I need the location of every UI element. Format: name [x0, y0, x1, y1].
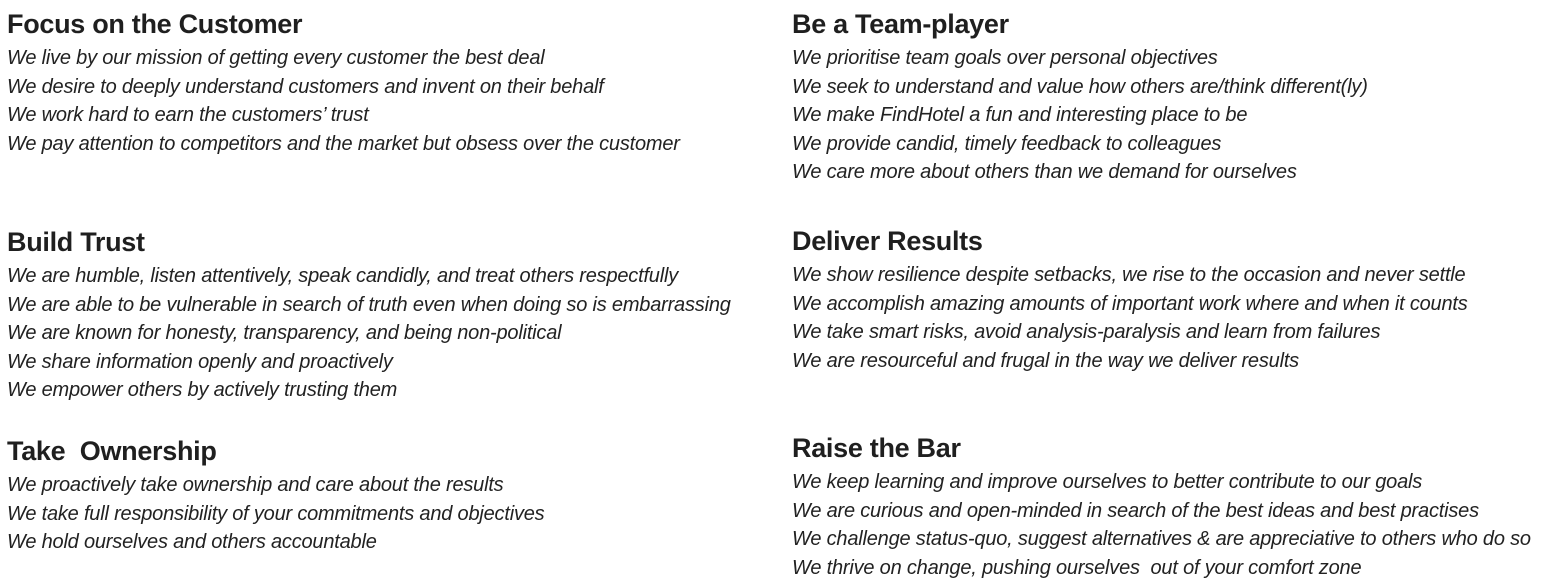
value-statement: We desire to deeply understand customers… — [7, 75, 604, 98]
section-heading: Take Ownership — [7, 436, 217, 466]
value-statement: We thrive on change, pushing ourselves o… — [792, 556, 1362, 579]
value-statement: We are able to be vulnerable in search o… — [7, 293, 731, 316]
value-statement: We empower others by actively trusting t… — [7, 379, 398, 401]
value-statement: We proactively take ownership and care a… — [7, 474, 504, 496]
value-statement: We prioritise team goals over personal o… — [792, 47, 1218, 69]
value-statement: We hold ourselves and others accountable — [7, 531, 377, 553]
value-statement: We care more about others than we demand… — [792, 161, 1297, 183]
value-statement: We take full responsibility of your comm… — [7, 502, 545, 525]
section-heading: Build Trust — [7, 227, 145, 257]
value-statement: We work hard to earn the customers’ trus… — [7, 104, 369, 126]
section-focus-on-customer: Focus on the Customer We live by our mis… — [7, 8, 680, 158]
value-statement: We are humble, listen attentively, speak… — [7, 265, 679, 287]
section-be-a-team-player: Be a Team-player We prioritise team goal… — [792, 8, 1368, 187]
section-raise-the-bar: Raise the Bar We keep learning and impro… — [792, 432, 1531, 582]
value-statement: We are resourceful and frugal in the way… — [792, 349, 1299, 372]
section-heading: Focus on the Customer — [7, 9, 303, 39]
value-statement: We are known for honesty, transparency, … — [7, 322, 562, 344]
section-build-trust: Build Trust We are humble, listen attent… — [7, 226, 731, 405]
section-heading: Raise the Bar — [792, 433, 961, 463]
value-statement: We pay attention to competitors and the … — [7, 132, 680, 155]
value-statement: We keep learning and improve ourselves t… — [792, 471, 1423, 493]
section-heading: Be a Team-player — [792, 9, 1009, 39]
value-statement: We are curious and open-minded in search… — [792, 499, 1479, 522]
section-heading: Deliver Results — [792, 226, 983, 256]
value-statement: We provide candid, timely feedback to co… — [792, 132, 1222, 155]
value-statement: We take smart risks, avoid analysis-para… — [792, 321, 1381, 343]
value-statement: We seek to understand and value how othe… — [792, 75, 1368, 98]
value-statement: We accomplish amazing amounts of importa… — [792, 292, 1468, 315]
value-statement: We challenge status-quo, suggest alterna… — [792, 528, 1531, 550]
value-statement: We show resilience despite setbacks, we … — [792, 264, 1466, 286]
value-statement: We live by our mission of getting every … — [7, 47, 545, 69]
value-statement: We share information openly and proactiv… — [7, 350, 393, 373]
value-statement: We make FindHotel a fun and interesting … — [792, 104, 1248, 126]
section-deliver-results: Deliver Results We show resilience despi… — [792, 225, 1468, 375]
section-take-ownership: Take Ownership We proactively take owner… — [7, 435, 545, 557]
